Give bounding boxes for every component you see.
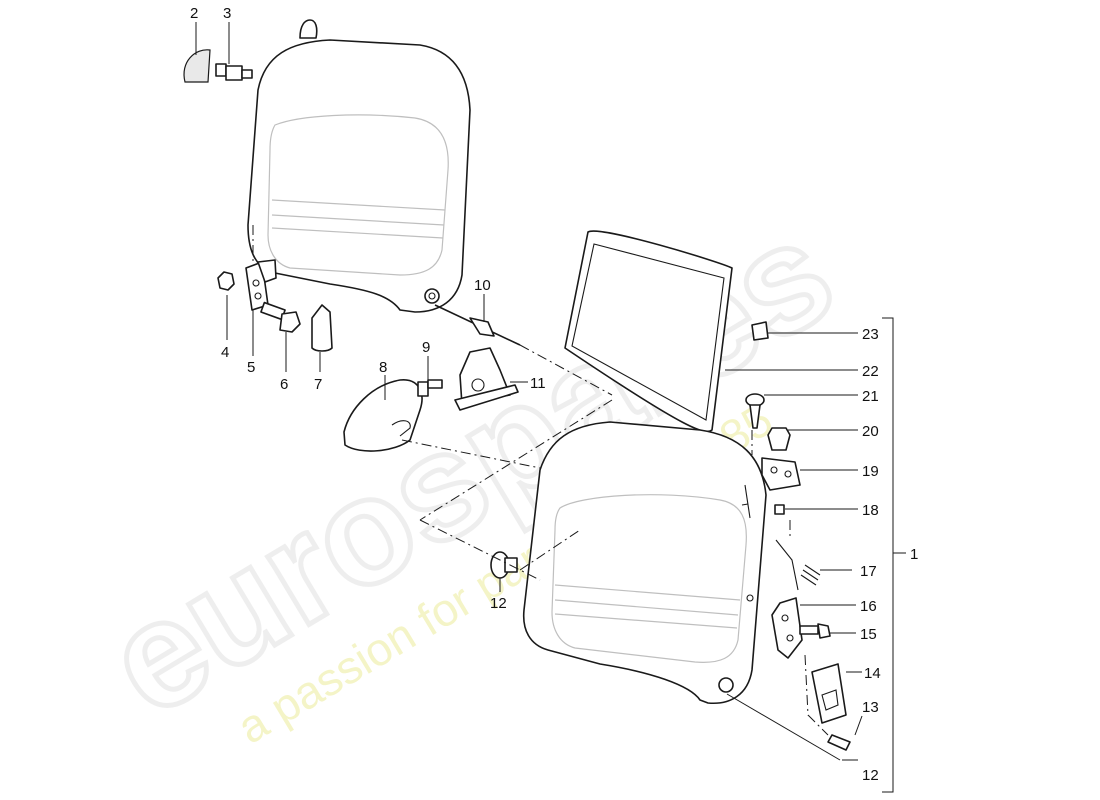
pivot-hole bbox=[424, 288, 440, 304]
callout-10: 10 bbox=[474, 277, 491, 294]
bracket-part-5 bbox=[245, 259, 277, 311]
callout-6: 6 bbox=[280, 376, 288, 393]
callout-12-bushing: 12 bbox=[490, 595, 507, 612]
bolt-part-6 bbox=[260, 301, 301, 333]
spring-part-17 bbox=[800, 564, 821, 586]
screw-part-21 bbox=[745, 393, 765, 429]
clip-part-23 bbox=[751, 321, 769, 341]
guide-post-top bbox=[299, 19, 318, 39]
callout-13: 13 bbox=[862, 699, 879, 716]
callout-3: 3 bbox=[223, 5, 231, 22]
cap-part-2 bbox=[183, 49, 211, 83]
nut-part-4 bbox=[217, 271, 235, 291]
callout-1: 1 bbox=[910, 546, 918, 563]
screw-part-13 bbox=[827, 734, 851, 751]
callout-19: 19 bbox=[862, 463, 879, 480]
lock-part-16 bbox=[771, 539, 803, 659]
nut-part-18 bbox=[774, 504, 785, 515]
callout-2: 2 bbox=[190, 5, 198, 22]
plate-part-14 bbox=[811, 663, 847, 724]
latch-part-19 bbox=[761, 457, 801, 491]
knob-part-20 bbox=[767, 427, 791, 451]
cover-part-8 bbox=[343, 379, 423, 452]
callout-7: 7 bbox=[314, 376, 322, 393]
callout-5: 5 bbox=[247, 359, 255, 376]
bolt-part-3 bbox=[215, 63, 253, 81]
bolt-part-15 bbox=[799, 623, 831, 639]
lower-headrest bbox=[522, 421, 767, 705]
callout-8: 8 bbox=[379, 359, 387, 376]
callout-16: 16 bbox=[860, 598, 877, 615]
shaft-part-10 bbox=[434, 304, 521, 346]
clip-part-7 bbox=[311, 304, 333, 352]
callout-14: 14 bbox=[864, 665, 881, 682]
callout-23: 23 bbox=[862, 326, 879, 343]
callout-9: 9 bbox=[422, 339, 430, 356]
callout-numbers: 2 3 4 5 6 7 8 9 10 11 12 13 14 15 16 17 … bbox=[190, 5, 918, 784]
callout-18: 18 bbox=[862, 502, 879, 519]
callout-20: 20 bbox=[862, 423, 879, 440]
screw-part-9 bbox=[417, 379, 443, 397]
rear-panel-part-22 bbox=[564, 230, 733, 433]
callout-11: 11 bbox=[530, 375, 546, 392]
construction-lines bbox=[252, 225, 829, 736]
callout-22: 22 bbox=[862, 363, 879, 380]
leader-lines bbox=[195, 22, 906, 793]
upper-headrest bbox=[247, 19, 471, 313]
callout-17: 17 bbox=[860, 563, 877, 580]
mount-part-11 bbox=[454, 347, 519, 411]
callout-4: 4 bbox=[221, 344, 229, 361]
callout-21: 21 bbox=[862, 388, 879, 405]
callout-12-assembly: 12 bbox=[862, 767, 879, 784]
callout-15: 15 bbox=[860, 626, 877, 643]
